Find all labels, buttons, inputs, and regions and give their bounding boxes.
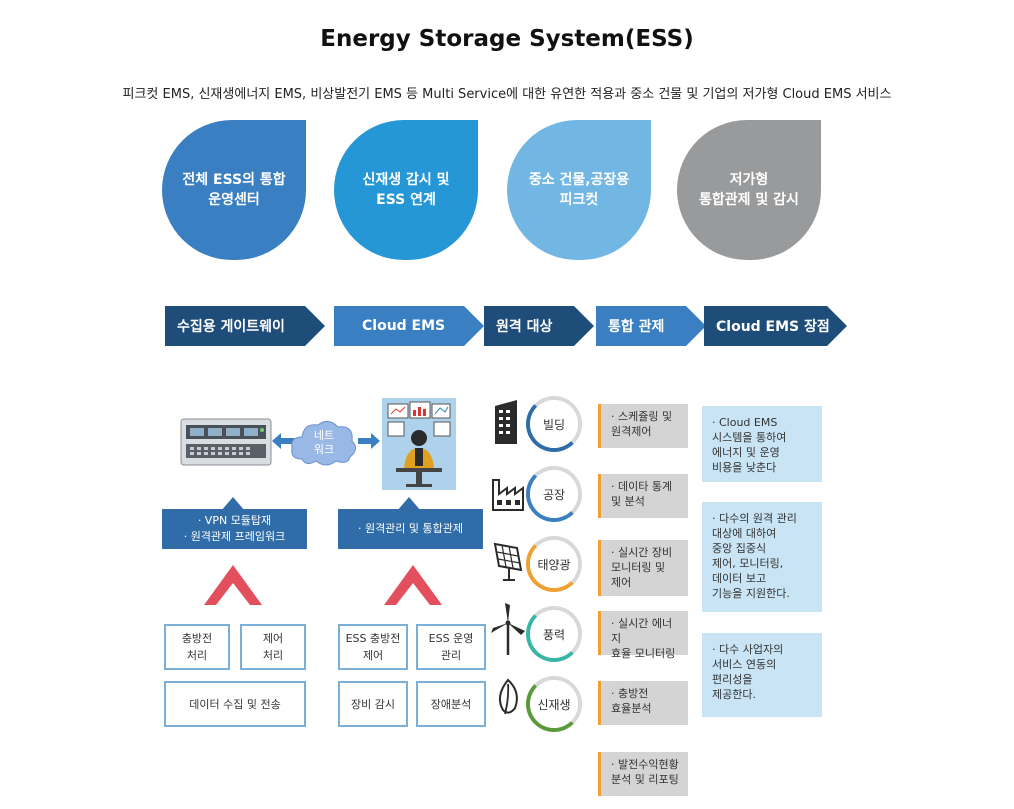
- benefit-item: · 다수 사업자의 서비스 연동의 편리성을 제공한다.: [702, 633, 822, 717]
- section-arrow-cloud-ems: Cloud EMS: [334, 306, 484, 346]
- target-ring-factory: [526, 466, 582, 522]
- double-arrow-left-icon: [272, 432, 294, 450]
- wind-turbine-icon: [491, 603, 525, 655]
- control-item: · 충방전 효율분석: [598, 681, 688, 725]
- drop-line2: ESS 연계: [376, 192, 436, 208]
- control-process-box: 제어 처리: [240, 624, 306, 670]
- feature-drop-lowcost: 저가형 통합관제 및 감시: [677, 120, 821, 260]
- double-arrow-right-icon: [358, 432, 380, 450]
- leaf-icon: [495, 678, 521, 718]
- fault-analysis-box: 장애분석: [416, 681, 486, 727]
- ess-operation-box: ESS 운영 관리: [416, 624, 486, 670]
- gateway-device-icon: [180, 418, 272, 466]
- target-ring-renewable: [526, 676, 582, 732]
- solar-panel-icon: [491, 542, 525, 582]
- control-item: · 실시간 장비 모니터링 및 제어: [598, 540, 688, 596]
- control-item: · 데이타 통계 및 분석: [598, 474, 688, 518]
- building-icon: [493, 398, 523, 444]
- ess-charge-control-box: ESS 충방전 제어: [338, 624, 408, 670]
- feature-drop-peakcut: 중소 건물,공장용 피크컷: [507, 120, 651, 260]
- drop-line2: 운영센터: [208, 192, 260, 208]
- operator-monitoring-icon: [382, 398, 456, 490]
- page-subtitle: 피크컷 EMS, 신재생에너지 EMS, 비상발전기 EMS 등 Multi S…: [122, 87, 892, 102]
- upward-chevron-icon: [204, 565, 262, 605]
- control-item: · 스케쥴링 및 원격제어: [598, 404, 688, 448]
- cloud-ems-feature-label: · 원격관리 및 통합관제: [338, 509, 483, 549]
- section-arrow-gateway: 수집용 게이트웨이: [165, 306, 325, 346]
- section-arrow-benefits: Cloud EMS 장점: [704, 306, 847, 346]
- control-item: · 실시간 에너지 효율 모니터링: [598, 611, 688, 660]
- charge-discharge-process-box: 충방전 처리: [164, 624, 230, 670]
- target-ring-wind: [526, 606, 582, 662]
- upward-chevron-icon: [384, 565, 442, 605]
- drop-line2: 통합관제 및 감시: [699, 192, 799, 208]
- gateway-feature-line2: · 원격관제 프레임워크: [183, 530, 286, 543]
- target-solar-label: 태양광: [530, 540, 578, 588]
- drop-line2: 피크컷: [559, 192, 599, 208]
- drop-line1: 중소 건물,공장용: [528, 172, 630, 188]
- drop-line1: 신재생 감시 및: [362, 172, 450, 188]
- drop-line1: 전체 ESS의 통합: [182, 172, 286, 188]
- benefit-item: · 다수의 원격 관리 대상에 대하여 중앙 집중식 제어, 모니터링, 데이터…: [702, 502, 822, 612]
- target-renewable-label: 신재생: [530, 680, 578, 728]
- network-cloud-icon: 네트 워크: [288, 415, 360, 471]
- section-arrow-integrated-control: 통합 관제: [596, 306, 706, 346]
- gateway-feature-line1: · VPN 모듈탑재: [197, 514, 272, 527]
- equipment-monitoring-box: 장비 감시: [338, 681, 408, 727]
- network-label: 네트 워크: [313, 429, 335, 456]
- target-building-label: 빌딩: [530, 400, 578, 448]
- target-ring-solar: [526, 536, 582, 592]
- factory-icon: [491, 474, 525, 512]
- page-title: Energy Storage System(ESS): [320, 26, 694, 52]
- feature-drop-integrated-center: 전체 ESS의 통합 운영센터: [162, 120, 306, 260]
- target-wind-label: 풍력: [530, 610, 578, 658]
- target-factory-label: 공장: [530, 470, 578, 518]
- feature-drop-renewable: 신재생 감시 및 ESS 연계: [334, 120, 478, 260]
- mid-label-pointer-icon: [397, 496, 421, 511]
- gateway-feature-label: · VPN 모듈탑재 · 원격관제 프레임워크: [162, 509, 307, 549]
- section-arrow-remote-target: 원격 대상: [484, 306, 594, 346]
- control-item: · 발전수익현황 분석 및 리포팅: [598, 752, 688, 796]
- drop-line1: 저가형: [729, 172, 769, 188]
- target-ring-building: [526, 396, 582, 452]
- left-label-pointer-icon: [221, 496, 245, 511]
- benefit-item: · Cloud EMS 시스템을 통하여 에너지 및 운영 비용을 낮춘다: [702, 406, 822, 482]
- data-collect-transfer-box: 데이터 수집 및 전송: [164, 681, 306, 727]
